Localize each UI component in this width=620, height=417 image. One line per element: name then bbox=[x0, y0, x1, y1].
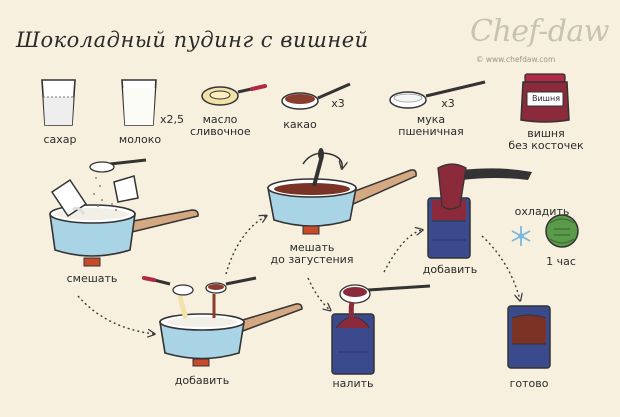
arrow-cherries-to-ready bbox=[481, 235, 520, 300]
ladle-pour bbox=[339, 284, 431, 323]
ingredient-qty-flour: x3 bbox=[441, 97, 455, 110]
arrow-mix-to-add bbox=[77, 295, 154, 334]
glass-ready bbox=[507, 305, 551, 369]
ingredient-label-sugar: сахар bbox=[43, 133, 77, 146]
timer-icon bbox=[545, 214, 579, 248]
ingredient-qty-milk: x2,5 bbox=[159, 113, 184, 126]
sugar-glass-icon bbox=[41, 79, 76, 126]
snowflake-icon bbox=[511, 226, 531, 246]
cherry-ladle-pour bbox=[437, 163, 532, 210]
step-label-pour: налить bbox=[332, 377, 374, 390]
arrow-add-to-stir bbox=[225, 216, 266, 275]
ingredient-label-milk: молоко bbox=[118, 133, 162, 146]
recipe-title: Шоколадный пудинг с вишней bbox=[16, 28, 369, 52]
arrow-pour-to-cherries bbox=[383, 230, 422, 273]
cooling-label: охладить bbox=[514, 205, 570, 218]
ingredient-label-cocoa: какао bbox=[283, 118, 317, 131]
pan-add bbox=[159, 303, 303, 367]
glass-pour bbox=[331, 313, 375, 375]
cocoa-spoon-icon bbox=[281, 82, 351, 110]
step-label-ready: готово bbox=[509, 377, 549, 390]
arrow-stir-to-pour bbox=[307, 277, 330, 310]
step-label-add: добавить bbox=[174, 374, 230, 387]
flow-arrows bbox=[77, 216, 520, 334]
ingredient-qty-cocoa: x3 bbox=[331, 97, 345, 110]
flour-spoon-icon bbox=[389, 80, 486, 109]
cherry-jar-icon bbox=[520, 73, 570, 123]
step-label-stir: мешать до загустения bbox=[270, 241, 354, 266]
glass-add-cherries bbox=[427, 197, 471, 259]
cooling-time: 1 час bbox=[546, 255, 576, 268]
pan-stir bbox=[267, 148, 417, 235]
milk-glass-icon bbox=[121, 79, 157, 126]
ingredient-label-butter: масло сливочное bbox=[190, 113, 251, 138]
flour-glass-pouring bbox=[113, 175, 139, 203]
brand-logo: Chef-daw bbox=[470, 14, 609, 49]
cocoa-spoon-over-pan bbox=[205, 276, 257, 318]
sugar-spoon-over-pan bbox=[89, 158, 147, 173]
step-label-mix: смешать bbox=[66, 272, 118, 285]
cherry-jar-text: Вишня bbox=[531, 94, 561, 103]
butter-spoon-over-pan bbox=[142, 276, 194, 319]
falling-sugar bbox=[93, 177, 117, 211]
brand-site: © www.chefdaw.com bbox=[476, 55, 556, 64]
ingredient-label-flour: мука пшеничная bbox=[398, 113, 464, 138]
step-label-add-cherries: добавить bbox=[422, 263, 478, 276]
ingredient-label-cherry: вишня без косточек bbox=[508, 127, 584, 152]
pouring-milk-glass bbox=[50, 178, 88, 218]
pan-mix bbox=[49, 204, 199, 267]
butter-spoon-icon bbox=[201, 84, 267, 106]
